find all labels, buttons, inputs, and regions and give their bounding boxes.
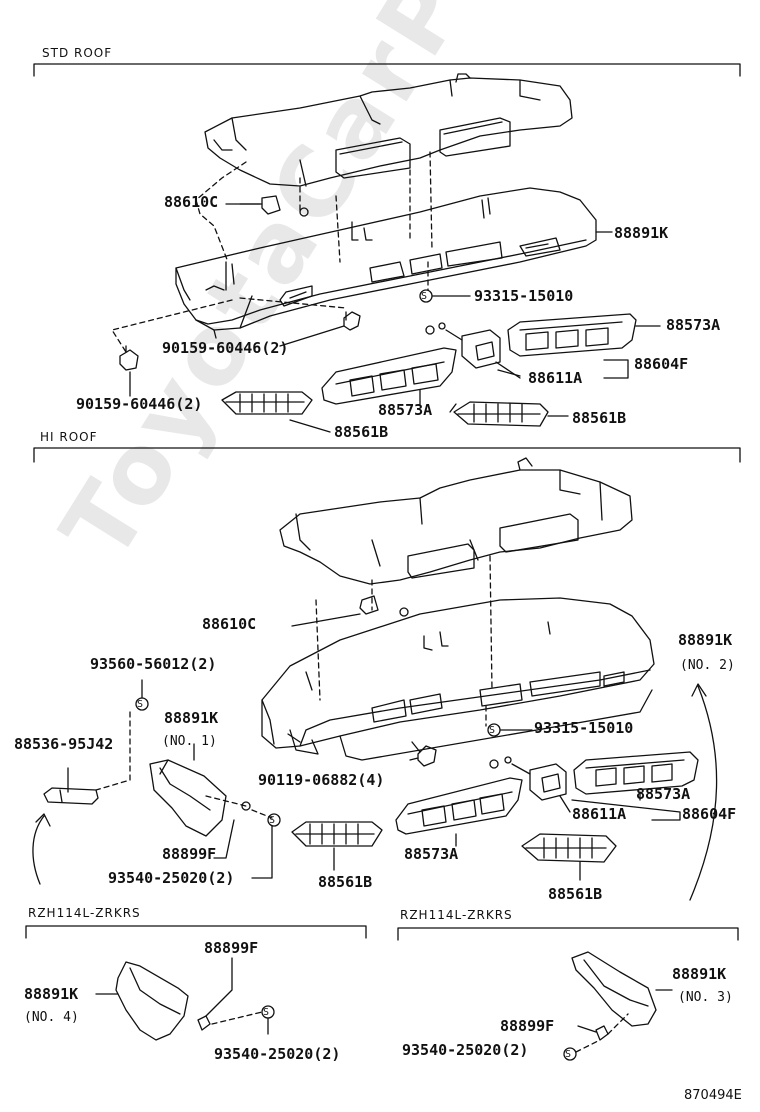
hi-label-93540[interactable]: 93540-25020(2) <box>108 869 235 887</box>
hi-label-88899F[interactable]: 88899F <box>162 845 217 863</box>
hi-console-panel <box>261 597 655 761</box>
std-clip-88610C <box>225 195 309 217</box>
hi-bracket-88611A <box>489 756 571 813</box>
std-label-90159-a[interactable]: 90159-60446(2) <box>162 339 289 357</box>
std-nozzle-right <box>507 313 661 357</box>
hi-screw-93540 <box>251 813 281 879</box>
std-grille-right <box>453 401 569 427</box>
std-label-88611A[interactable]: 88611A <box>528 369 583 387</box>
hi-label-88536[interactable]: 88536-95J42 <box>14 735 114 753</box>
rzh-left-label-88899F[interactable]: 88899F <box>204 939 259 957</box>
rzh-right-screw <box>563 1013 629 1061</box>
rzh-left-screw-symbol: S <box>263 1007 270 1018</box>
rzh-right-screw-symbol: S <box>565 1049 572 1060</box>
std-label-88573A-left[interactable]: 88573A <box>378 401 433 419</box>
std-label-88610C[interactable]: 88610C <box>164 193 219 211</box>
std-label-88561B-left[interactable]: 88561B <box>334 423 389 441</box>
hi-screw-symbol-93315: S <box>489 725 496 736</box>
rzh-left-bracket <box>25 925 367 939</box>
hi-clip-88899F <box>213 801 251 859</box>
hi-label-88891K-no1: (NO. 1) <box>162 734 217 749</box>
std-roof-frame <box>204 73 573 187</box>
hi-label-93560[interactable]: 93560-56012(2) <box>90 655 217 673</box>
std-dashed-leaders <box>111 151 433 353</box>
section-rzh-right: RZH114L-ZRKRS <box>400 908 513 922</box>
hi-label-90119[interactable]: 90119-06882(4) <box>258 771 385 789</box>
hi-panel-88891K-no1 <box>149 743 227 837</box>
section-std-roof: STD ROOF <box>42 46 113 60</box>
hi-roof-frame <box>279 457 633 585</box>
hi-label-88561B-left[interactable]: 88561B <box>318 873 373 891</box>
hi-roof-bracket <box>33 447 741 463</box>
std-bolt-left <box>119 345 139 397</box>
hi-screw-93315 <box>487 723 533 737</box>
std-roof-openings <box>335 117 511 179</box>
diagram-code: 870494E <box>684 1088 742 1103</box>
std-label-88561B-right[interactable]: 88561B <box>572 409 627 427</box>
hi-label-88891K-left[interactable]: 88891K <box>164 709 219 727</box>
std-label-88891K[interactable]: 88891K <box>614 224 669 242</box>
std-console-panel <box>175 187 597 339</box>
std-screw-symbol: S <box>421 291 428 302</box>
rzh-right-panel-88891K-no3 <box>571 951 673 1027</box>
hi-nozzle-right <box>573 751 699 801</box>
std-bolt-right <box>279 311 361 347</box>
hi-label-88891K[interactable]: 88891K <box>678 631 733 649</box>
std-label-88573A-right[interactable]: 88573A <box>666 316 721 334</box>
std-label-90159-b[interactable]: 90159-60446(2) <box>76 395 203 413</box>
rzh-left-label-88891K[interactable]: 88891K <box>24 985 79 1003</box>
hi-grille-left <box>291 821 383 871</box>
rzh-left-label-93540[interactable]: 93540-25020(2) <box>214 1045 341 1063</box>
rzh-right-label-88891K[interactable]: 88891K <box>672 965 727 983</box>
section-rzh-left: RZH114L-ZRKRS <box>28 906 141 920</box>
rzh-right-label-93540[interactable]: 93540-25020(2) <box>402 1041 529 1059</box>
hi-screw-symbol-93560: S <box>137 699 144 710</box>
std-screw-93315 <box>419 289 471 303</box>
std-grille-left <box>221 391 331 433</box>
rzh-right-label-88891K-no3: (NO. 3) <box>678 990 733 1005</box>
arrow-left-head <box>35 813 51 827</box>
hi-label-93315[interactable]: 93315-15010 <box>534 719 634 737</box>
rzh-right-label-88899F[interactable]: 88899F <box>500 1017 555 1035</box>
hi-label-88573A-right[interactable]: 88573A <box>636 785 691 803</box>
arrow-right-head <box>691 683 707 697</box>
rzh-left-panel-88891K-no4 <box>95 961 189 1041</box>
hi-clip-88610C <box>291 595 409 627</box>
rzh-right-clip-88899F <box>577 1025 609 1041</box>
std-label-88604F[interactable]: 88604F <box>634 355 689 373</box>
rzh-left-clip-88899F <box>197 957 233 1031</box>
arrow-left <box>32 815 45 885</box>
std-roof-bracket <box>33 63 741 77</box>
hi-grille-right <box>521 833 617 881</box>
hi-label-88610C[interactable]: 88610C <box>202 615 257 633</box>
hi-roof-openings <box>407 513 579 579</box>
hi-label-88561B-right[interactable]: 88561B <box>548 885 603 903</box>
hi-label-88611A[interactable]: 88611A <box>572 805 627 823</box>
std-88604F-bracket <box>603 359 629 379</box>
hi-88604F-bracket <box>571 799 681 821</box>
hi-nozzle-left <box>395 777 523 847</box>
std-nozzle-left <box>321 347 457 405</box>
section-hi-roof: HI ROOF <box>40 430 98 444</box>
hi-label-88604F[interactable]: 88604F <box>682 805 737 823</box>
hi-label-88891K-no2: (NO. 2) <box>680 658 735 673</box>
arrow-right <box>689 685 718 901</box>
hi-cover-88536 <box>43 767 99 805</box>
std-bracket-88611A <box>425 322 521 379</box>
rzh-left-label-88891K-no4: (NO. 4) <box>24 1010 79 1025</box>
hi-bolt-90119 <box>409 741 437 767</box>
hi-label-88573A-left[interactable]: 88573A <box>404 845 459 863</box>
rzh-right-bracket <box>397 927 739 941</box>
std-label-93315[interactable]: 93315-15010 <box>474 287 574 305</box>
hi-screw-symbol-93540: S <box>269 815 276 826</box>
hi-screw-93560 <box>135 679 149 711</box>
rzh-left-screw <box>211 1005 275 1035</box>
std-leader-lines <box>239 203 613 413</box>
